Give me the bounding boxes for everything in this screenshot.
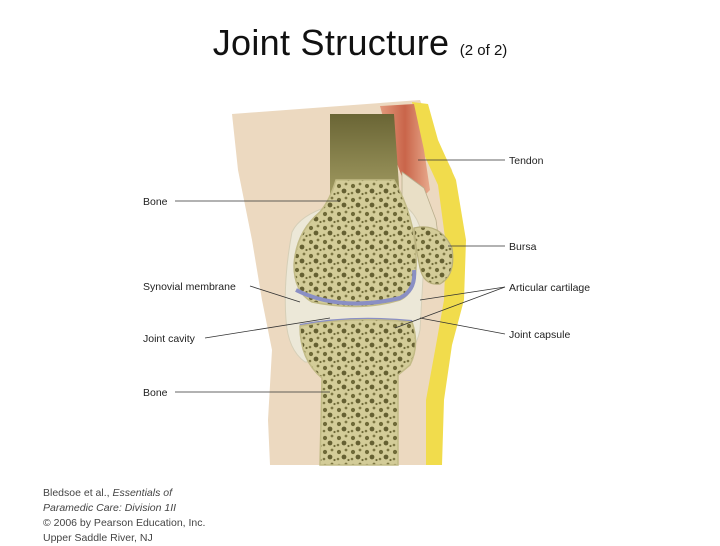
articular-cartilage-shape bbox=[295, 269, 417, 306]
image-credit: Bledsoe et al., Essentials of Paramedic … bbox=[43, 486, 213, 546]
label-joint-capsule: Joint capsule bbox=[509, 329, 570, 341]
tibia bbox=[299, 319, 417, 466]
fat-layer bbox=[412, 102, 466, 465]
credit-copyright: © 2006 by Pearson Education, bbox=[43, 517, 186, 529]
label-articular-cartilage: Articular cartilage bbox=[509, 282, 590, 294]
label-joint-cavity: Joint cavity bbox=[143, 333, 196, 345]
label-synovial-membrane: Synovial membrane bbox=[143, 281, 236, 293]
joint-cavity-leader bbox=[204, 317, 331, 339]
femur-shaft bbox=[330, 114, 400, 200]
credit-book: Essentials of Paramedic Care: Division 1… bbox=[43, 487, 177, 514]
title-subtitle: (2 of 2) bbox=[459, 42, 508, 59]
synovial-membrane-leader bbox=[249, 285, 301, 303]
title-main: Joint Structure bbox=[212, 22, 450, 63]
articular-cartilage-leader-1 bbox=[419, 286, 506, 301]
label-bone-lower: Bone bbox=[143, 387, 168, 399]
label-bursa: Bursa bbox=[509, 241, 537, 253]
page-title: Joint Structure (2 of 2) bbox=[0, 22, 720, 64]
credit-authors: Bledsoe et al., bbox=[43, 487, 110, 499]
label-tendon: Tendon bbox=[509, 155, 544, 167]
patella bbox=[413, 226, 454, 285]
femur bbox=[293, 179, 417, 308]
joint-capsule-leader bbox=[419, 317, 506, 335]
articular-cartilage-leader-2 bbox=[394, 286, 506, 329]
label-bone-upper: Bone bbox=[143, 196, 168, 208]
